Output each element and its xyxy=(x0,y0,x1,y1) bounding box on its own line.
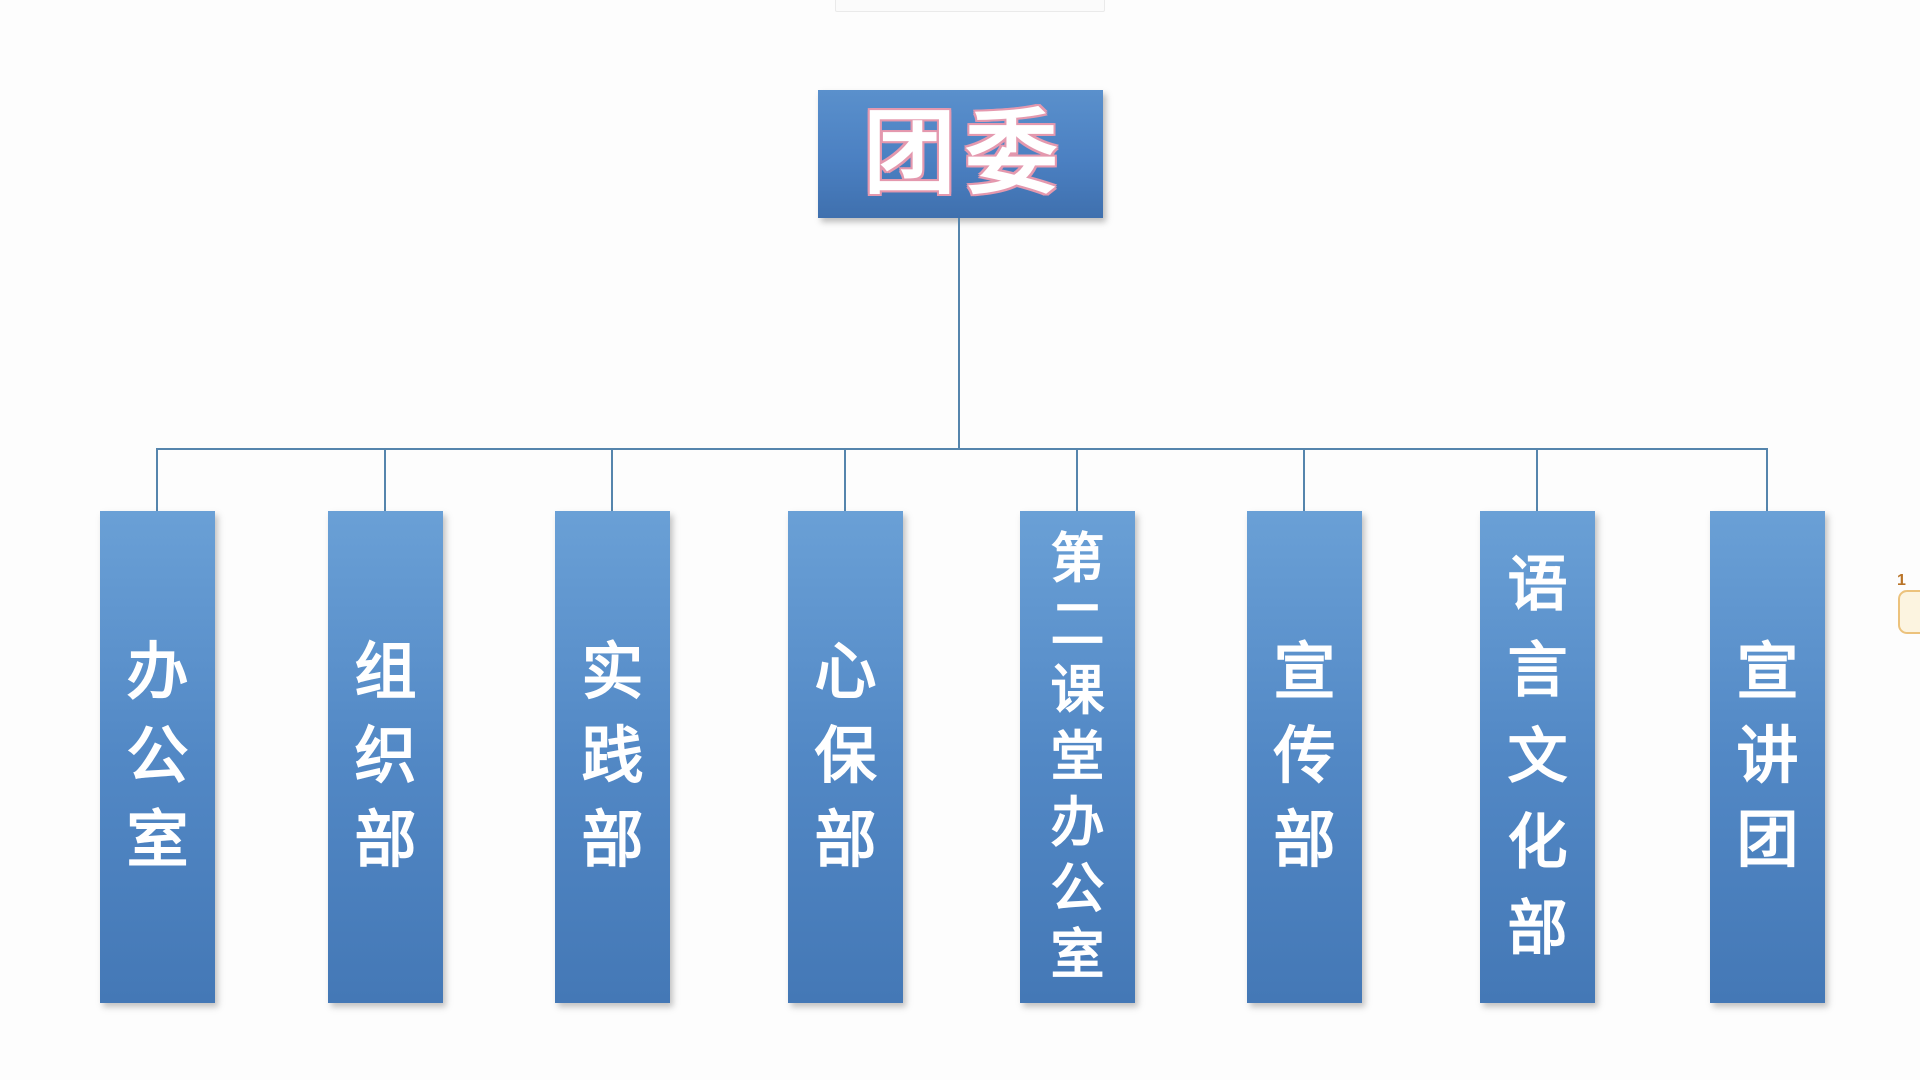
org-dept-label: 实践部 xyxy=(581,638,644,875)
org-dept-box-psych-protection: 心保部 xyxy=(788,511,903,1003)
org-dept-label: 语言文化部 xyxy=(1507,551,1568,962)
reaction-bubble-icon[interactable] xyxy=(1898,590,1920,634)
reaction-badge[interactable]: 1 xyxy=(1890,572,1920,636)
connector-stub-6 xyxy=(1303,448,1305,512)
connector-stub-1 xyxy=(156,448,158,512)
org-dept-label: 第二课堂办公室 xyxy=(1050,529,1105,985)
connector-stub-4 xyxy=(844,448,846,512)
connector-stub-2 xyxy=(384,448,386,512)
org-root-label: 团委 xyxy=(863,103,1068,205)
org-dept-box-language-culture: 语言文化部 xyxy=(1480,511,1595,1003)
org-dept-box-lecture-group: 宣讲团 xyxy=(1710,511,1825,1003)
org-dept-label: 办公室 xyxy=(126,638,189,875)
connector-line-vertical xyxy=(958,218,960,449)
cropped-box-artifact xyxy=(835,0,1105,12)
org-dept-box-second-classroom-office: 第二课堂办公室 xyxy=(1020,511,1135,1003)
org-dept-label: 宣讲团 xyxy=(1736,638,1799,875)
org-dept-label: 心保部 xyxy=(814,638,877,875)
connector-stub-7 xyxy=(1536,448,1538,512)
org-dept-box-publicity: 宣传部 xyxy=(1247,511,1362,1003)
connector-stub-8 xyxy=(1766,448,1768,512)
reaction-count: 1 xyxy=(1897,572,1906,589)
connector-stub-5 xyxy=(1076,448,1078,512)
org-dept-box-office: 办公室 xyxy=(100,511,215,1003)
org-dept-box-practice: 实践部 xyxy=(555,511,670,1003)
org-dept-label: 宣传部 xyxy=(1273,638,1336,875)
org-dept-box-organization: 组织部 xyxy=(328,511,443,1003)
connector-line-horizontal xyxy=(157,448,1768,450)
org-root-box: 团委 xyxy=(818,90,1103,218)
connector-stub-3 xyxy=(611,448,613,512)
org-dept-label: 组织部 xyxy=(354,638,417,875)
